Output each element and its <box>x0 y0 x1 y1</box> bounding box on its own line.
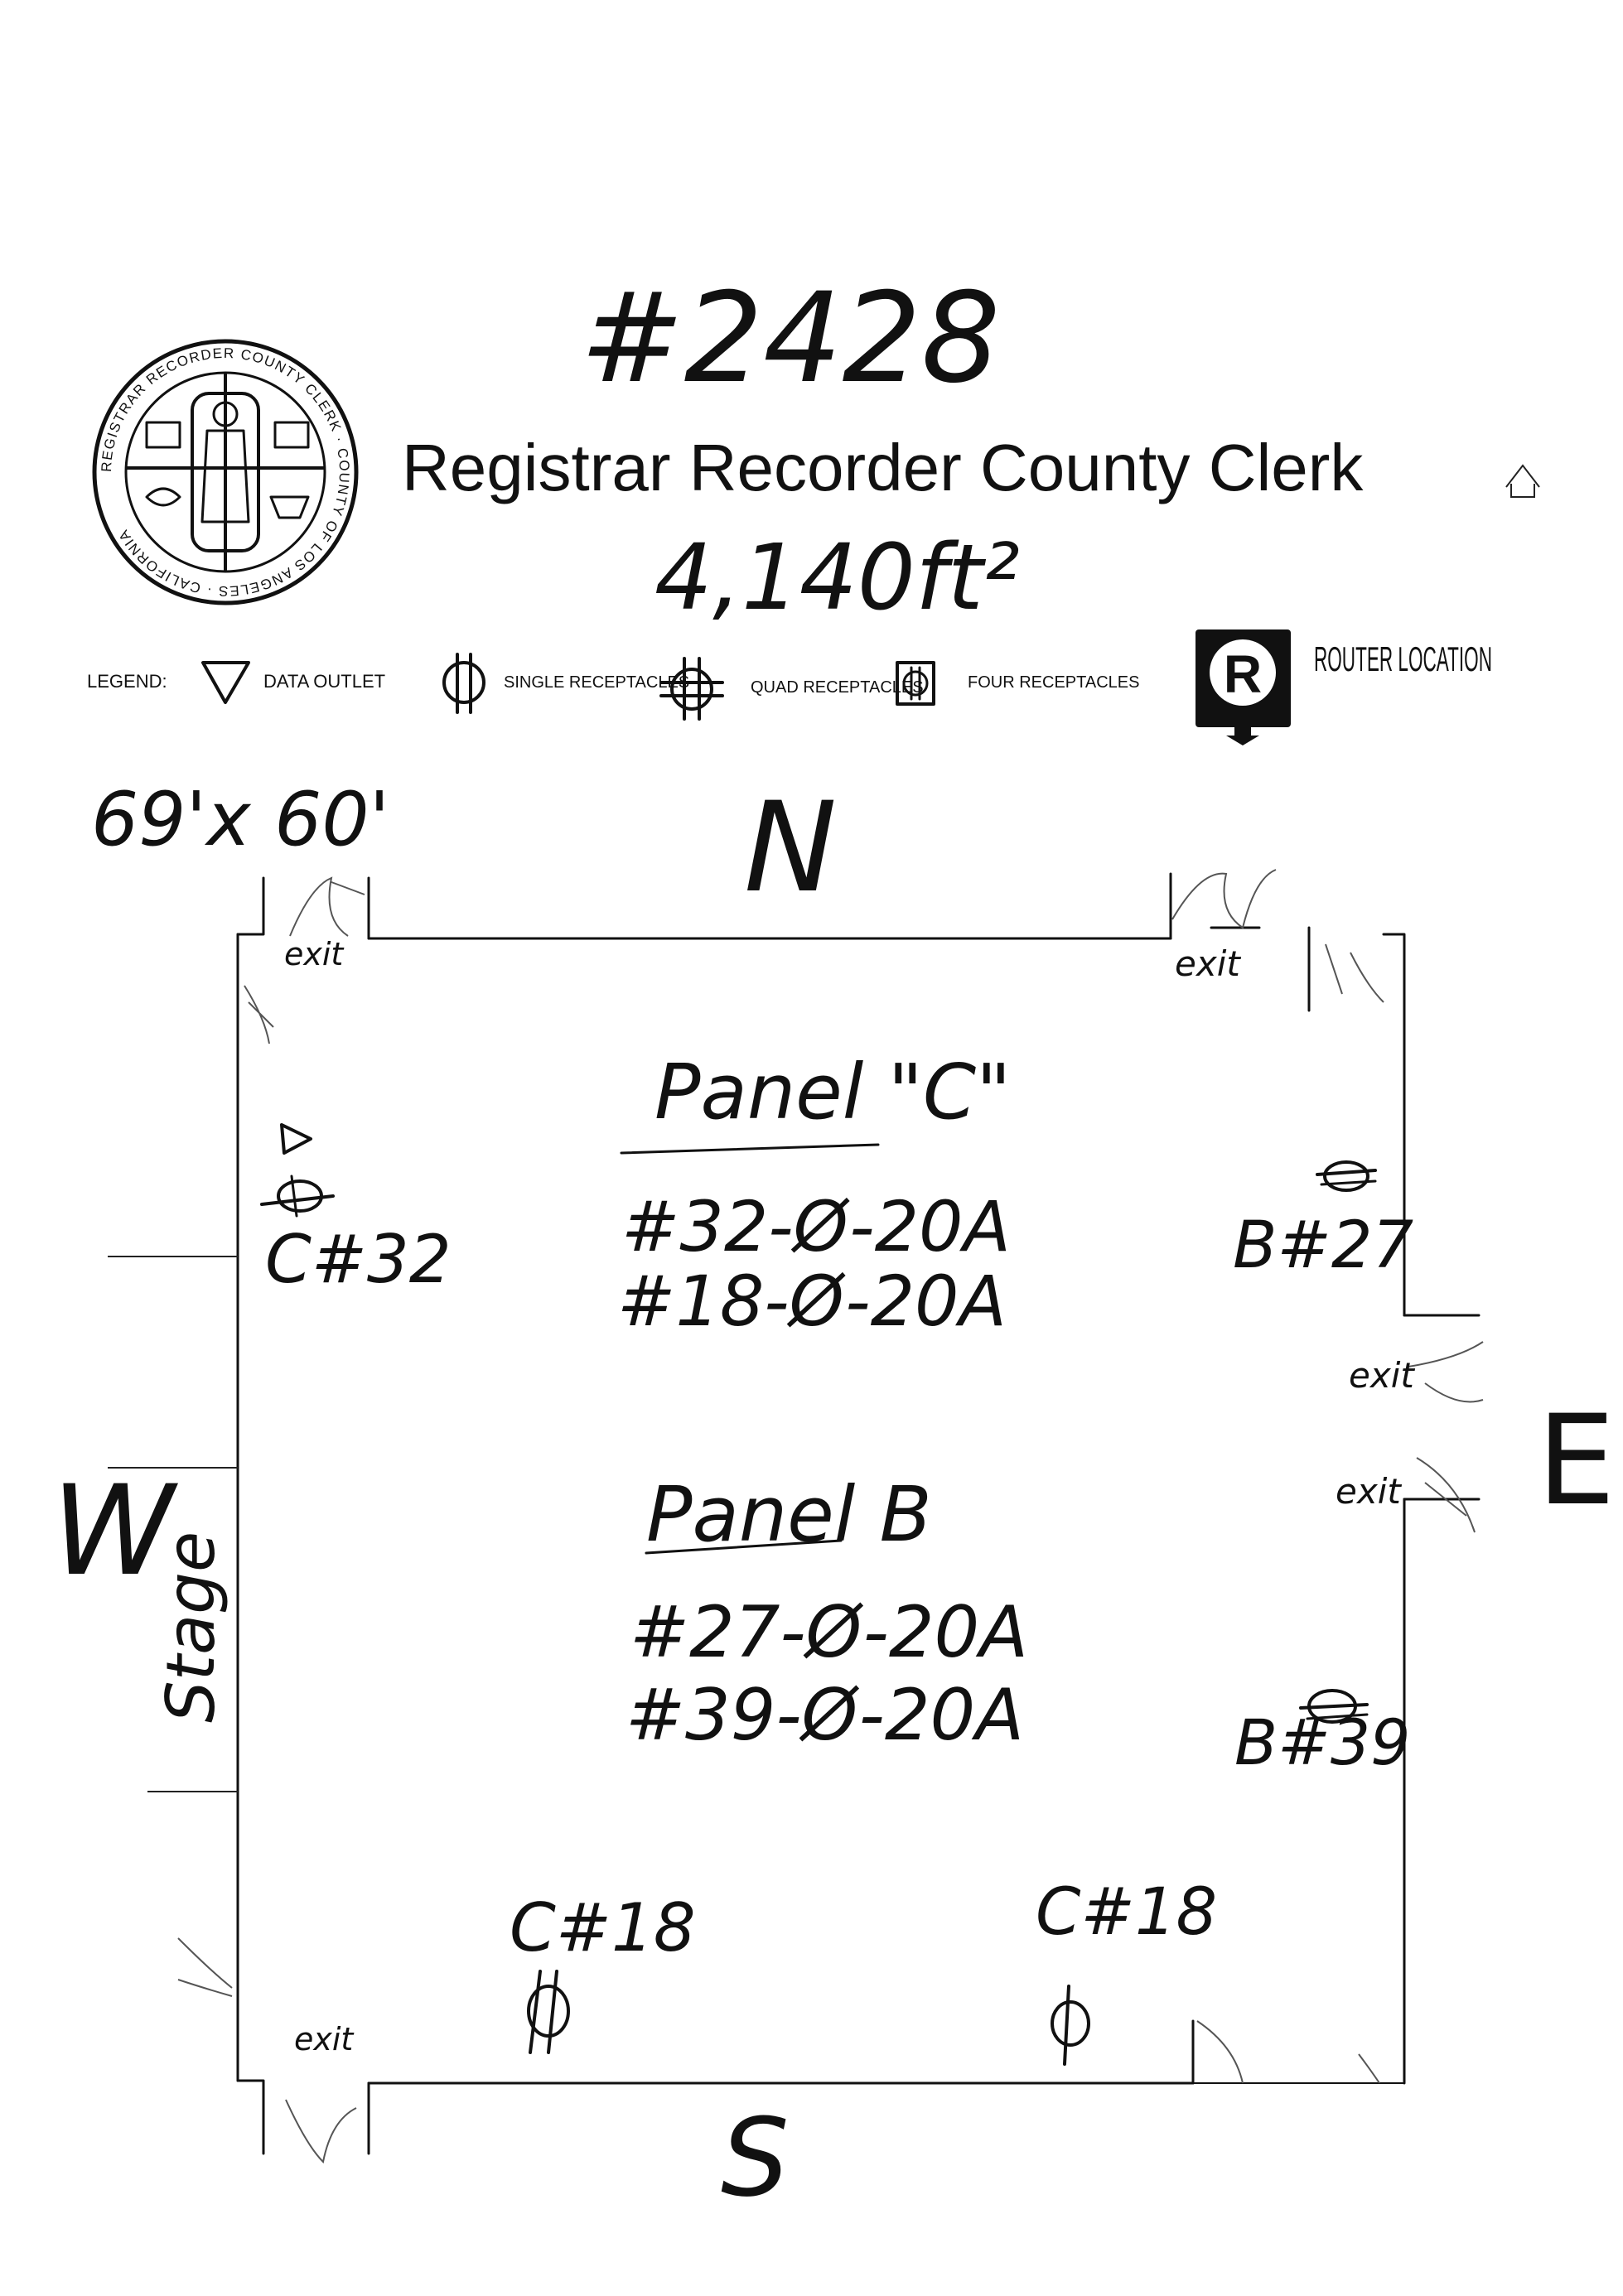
job-number: #2428 <box>580 267 1000 411</box>
exit-label-east-lower: exit <box>1336 1471 1402 1512</box>
area-label: 4,140ft² <box>655 524 1020 630</box>
outlet-label-b27: B#27 <box>1233 1208 1413 1283</box>
outlet-label-c18-left: C#18 <box>510 1889 696 1966</box>
outlet-label-b39: B#39 <box>1234 1705 1411 1779</box>
router-label: ROUTER LOCATION <box>1314 639 1492 678</box>
single-receptacle-icon <box>1299 1689 1369 1724</box>
single-receptacle-icon <box>1051 1985 1090 2066</box>
legend-item-quad-receptacle: QUAD RECEPTACLES <box>659 657 924 721</box>
panel-b-title: Panel B <box>646 1470 932 1559</box>
triangle-icon <box>201 661 250 704</box>
svg-text:DATA OUTLET: DATA OUTLET <box>263 671 385 692</box>
svg-text:QUAD RECEPTACLES: QUAD RECEPTACLES <box>751 678 924 697</box>
room-outline: Stage exit exit exit exit exit <box>108 869 1484 2164</box>
panel-b: Panel B #27-Ø-20A #39-Ø-20A <box>626 1470 1028 1757</box>
legend-item-four-receptacle: FOUR RECEPTACLES <box>896 661 1139 706</box>
panel-c: Panel "C" #32-Ø-20A #18-Ø-20A <box>617 1048 1011 1342</box>
svg-text:R: R <box>1224 644 1262 704</box>
legend-item-data-outlet: DATA OUTLET <box>201 661 385 704</box>
svg-text:FOUR RECEPTACLES: FOUR RECEPTACLES <box>968 673 1139 692</box>
exit-label-nw: exit <box>284 936 345 972</box>
quad-receptacle-icon <box>670 668 713 711</box>
single-receptacle-icon <box>527 1970 570 2054</box>
svg-text:SINGLE RECEPTACLES: SINGLE RECEPTACLES <box>504 673 689 692</box>
header: #2428 Registrar Recorder County Clerk 4,… <box>91 267 1540 863</box>
east-label: E <box>1537 1389 1616 1533</box>
west-label: W <box>51 1459 178 1604</box>
legend-item-router: R ROUTER LOCATION <box>1196 629 1492 745</box>
outlets: C#32 B#27 B#39 C#18 C#18 <box>260 1123 1413 2066</box>
stage-label: Stage <box>152 1531 229 1723</box>
exit-label-sw: exit <box>294 2021 355 2057</box>
legend: LEGEND: DATA OUTLET SINGLE RECEPTACLES Q… <box>87 629 1492 745</box>
four-receptacle-box-icon <box>896 661 935 706</box>
panel-c-title: Panel "C" <box>655 1048 1011 1136</box>
panel-c-circuit-32: #32-Ø-20A <box>621 1186 1011 1267</box>
south-label: S <box>721 2095 790 2221</box>
outlet-label-c32: C#32 <box>265 1221 452 1298</box>
room-dimensions: 69'x 60' <box>91 776 389 863</box>
panel-c-circuit-18: #18-Ø-20A <box>617 1261 1007 1342</box>
legend-item-single-receptacle: SINGLE RECEPTACLES <box>442 653 689 714</box>
outlet-label-c18-right: C#18 <box>1036 1875 1217 1950</box>
county-seal: REGISTRAR RECORDER COUNTY CLERK · COUNTY… <box>92 339 359 605</box>
single-receptacle-icon <box>1316 1160 1377 1192</box>
north-label: N <box>744 776 837 920</box>
panel-b-circuit-27: #27-Ø-20A <box>630 1591 1028 1674</box>
panel-b-circuit-39: #39-Ø-20A <box>626 1674 1024 1757</box>
compass: N S W E <box>51 776 1616 2221</box>
home-icon <box>1505 464 1540 498</box>
exit-label-east-upper: exit <box>1349 1355 1415 1396</box>
page-title: Registrar Recorder County Clerk <box>402 431 1364 504</box>
data-outlet-triangle-icon <box>280 1123 312 1155</box>
legend-label: LEGEND: <box>87 671 167 692</box>
exit-label-ne: exit <box>1175 943 1241 984</box>
single-receptacle-icon <box>260 1175 335 1218</box>
single-receptacle-icon <box>442 661 485 704</box>
